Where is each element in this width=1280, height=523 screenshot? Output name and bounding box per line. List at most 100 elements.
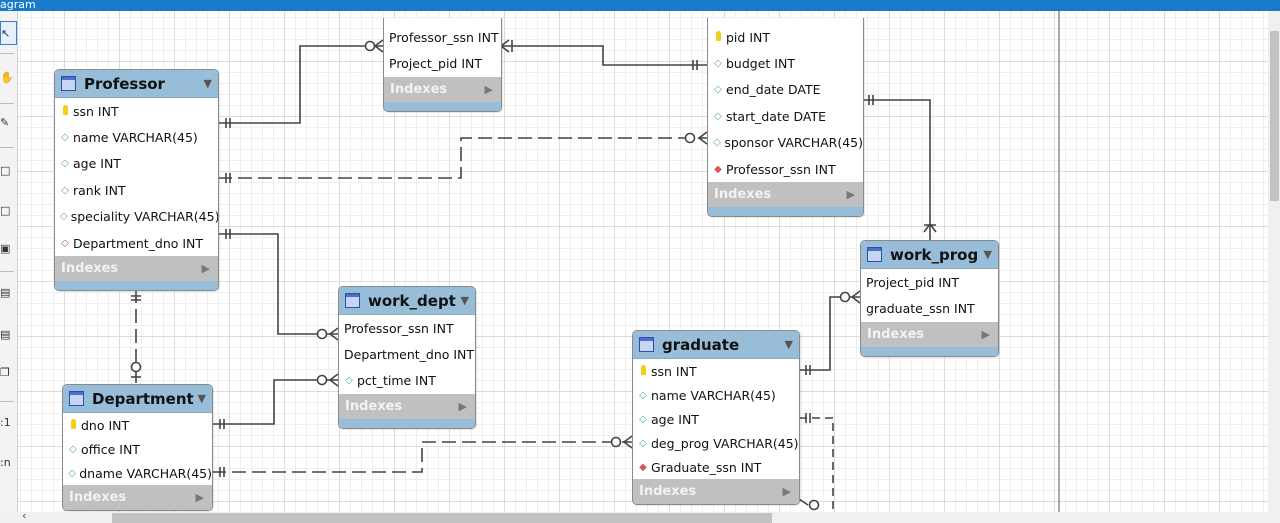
column-row[interactable]: ◇dname VARCHAR(45): [63, 461, 212, 485]
column-row[interactable]: ◇rank INT: [55, 177, 218, 203]
column-icon: ◇: [714, 110, 722, 122]
table-header[interactable]: Department▼: [63, 385, 212, 413]
pointer-tool[interactable]: ↖: [0, 21, 17, 45]
image-tool[interactable]: ▣: [0, 242, 11, 255]
indexes-label: Indexes: [714, 187, 772, 203]
indexes-section[interactable]: Indexes ▶: [708, 182, 863, 208]
column-row[interactable]: ◇age INT: [633, 407, 799, 431]
view-tool[interactable]: ▤: [0, 328, 11, 341]
column-row[interactable]: ◇Department_dno INT: [55, 230, 218, 256]
rel-work-prog-graduate[interactable]: [799, 290, 861, 375]
table-professor-has-project[interactable]: Professor_ssn INT Project_pid INT Indexes ▶: [383, 18, 502, 112]
expand-arrow-icon[interactable]: ▶: [981, 327, 990, 341]
vertical-scrollbar[interactable]: [1268, 11, 1280, 512]
column-row[interactable]: dno INT: [63, 413, 212, 437]
table-footer: [708, 207, 863, 217]
table-professor[interactable]: Professor▼ssn INT◇name VARCHAR(45)◇age I…: [54, 69, 219, 292]
column-icon: ◇: [345, 375, 353, 387]
table-header[interactable]: graduate▼: [633, 331, 799, 359]
routine-group-tool[interactable]: ❐: [0, 366, 10, 379]
rel-graduate-department[interactable]: [212, 435, 633, 477]
column-row[interactable]: Project_pid INT: [384, 50, 501, 76]
column-row[interactable]: ◇name VARCHAR(45): [633, 383, 799, 407]
rel-project-professor[interactable]: [218, 131, 708, 183]
horizontal-scroll-thumb[interactable]: [112, 513, 772, 523]
note-tool[interactable]: □: [0, 204, 11, 217]
rel-work-dept-department[interactable]: [212, 373, 339, 429]
column-row[interactable]: ◇age INT: [55, 151, 218, 177]
column-row[interactable]: ◇pct_time INT: [339, 368, 475, 394]
indexes-section[interactable]: Indexes▶: [63, 485, 212, 510]
relationship-1-1-label: :1: [0, 416, 11, 429]
primary-key-icon: [68, 418, 78, 432]
rel-professor-has-project-project[interactable]: [499, 39, 707, 70]
table-footer: [339, 419, 475, 429]
column-row[interactable]: ssn INT: [55, 98, 218, 124]
horizontal-scrollbar[interactable]: ‹: [0, 509, 1280, 523]
column-row[interactable]: ◇start_date DATE: [708, 103, 863, 129]
column-row[interactable]: ◆Graduate_ssn INT: [633, 455, 799, 479]
column-icon: ◇: [68, 467, 76, 479]
rel-work-prog-project[interactable]: [863, 95, 937, 240]
relationship-1-n-label: :n: [0, 456, 11, 469]
indexes-label: Indexes: [867, 326, 925, 342]
table-tool[interactable]: ▤: [0, 286, 11, 299]
indexes-section[interactable]: Indexes ▶: [861, 321, 998, 347]
rel-graduate-self[interactable]: [798, 413, 834, 511]
expand-arrow-icon[interactable]: ▶: [782, 485, 791, 498]
expand-arrow-icon[interactable]: ▶: [846, 188, 855, 202]
column-row[interactable]: ◇name VARCHAR(45): [55, 124, 218, 150]
table-header[interactable]: work_prog ▼: [861, 241, 998, 269]
expand-arrow-icon[interactable]: ▶: [201, 262, 210, 276]
indexes-section[interactable]: Indexes▶: [633, 479, 799, 504]
column-row[interactable]: ◇speciality VARCHAR(45): [55, 204, 218, 230]
expand-arrow-icon[interactable]: ▶: [458, 400, 467, 414]
column-row[interactable]: pid INT: [708, 24, 863, 50]
vertical-scroll-thumb[interactable]: [1270, 31, 1279, 201]
collapse-arrow-icon[interactable]: ▼: [203, 77, 212, 90]
collapse-arrow-icon[interactable]: ▼: [197, 392, 206, 405]
collapse-arrow-icon[interactable]: ▼: [983, 248, 992, 261]
collapse-arrow-icon[interactable]: ▼: [784, 338, 793, 351]
column-row[interactable]: ◇budget INT: [708, 50, 863, 76]
rel-professor-has-project-professor[interactable]: [218, 39, 384, 128]
column-row[interactable]: Department_dno INT: [339, 341, 475, 367]
column-row[interactable]: ◆Professor_ssn INT: [708, 156, 863, 182]
table-header[interactable]: work_dept▼: [339, 287, 475, 315]
column-row[interactable]: Professor_ssn INT: [384, 24, 501, 50]
indexes-label: Indexes: [390, 81, 448, 97]
column-label: Professor_ssn INT: [389, 29, 499, 45]
table-graduate[interactable]: graduate▼ssn INT◇name VARCHAR(45)◇age IN…: [632, 330, 800, 505]
layer-tool[interactable]: □: [0, 164, 11, 177]
column-icon: ◇: [60, 211, 68, 223]
rel-professor-department[interactable]: [130, 289, 142, 384]
column-row[interactable]: Professor_ssn INT: [339, 315, 475, 341]
expand-arrow-icon[interactable]: ▶: [195, 491, 204, 504]
eraser-tool[interactable]: ✎: [0, 116, 10, 129]
column-row[interactable]: Project_pid INT: [861, 269, 998, 295]
collapse-arrow-icon[interactable]: ▼: [460, 294, 469, 307]
indexes-section[interactable]: Indexes▶: [55, 256, 218, 282]
scroll-left-arrow-icon[interactable]: ‹: [22, 509, 27, 522]
column-row[interactable]: ◇end_date DATE: [708, 77, 863, 103]
column-row[interactable]: ◇sponsor VARCHAR(45): [708, 130, 863, 156]
column-icon: ◇: [639, 389, 647, 401]
column-row[interactable]: ◇office INT: [63, 437, 212, 461]
table-project[interactable]: pid INT◇budget INT◇end_date DATE◇start_d…: [707, 18, 864, 218]
table-header[interactable]: Professor▼: [55, 70, 218, 98]
table-department[interactable]: Department▼dno INT◇office INT◇dname VARC…: [62, 384, 213, 511]
table-name: work_prog: [890, 245, 979, 264]
expand-arrow-icon[interactable]: ▶: [484, 82, 493, 96]
column-row[interactable]: graduate_ssn INT: [861, 295, 998, 321]
indexes-section[interactable]: Indexes ▶: [384, 76, 501, 102]
rel-work-dept-professor[interactable]: [218, 229, 339, 341]
column-row[interactable]: ◇deg_prog VARCHAR(45): [633, 431, 799, 455]
relationship-1-1-tool[interactable]: :1: [0, 411, 17, 435]
relationship-1-n-tool[interactable]: :n: [0, 451, 17, 475]
hand-tool[interactable]: ✋: [0, 71, 14, 84]
column-icon: ◇: [639, 437, 647, 449]
column-row[interactable]: ssn INT: [633, 359, 799, 383]
indexes-section[interactable]: Indexes▶: [339, 394, 475, 420]
